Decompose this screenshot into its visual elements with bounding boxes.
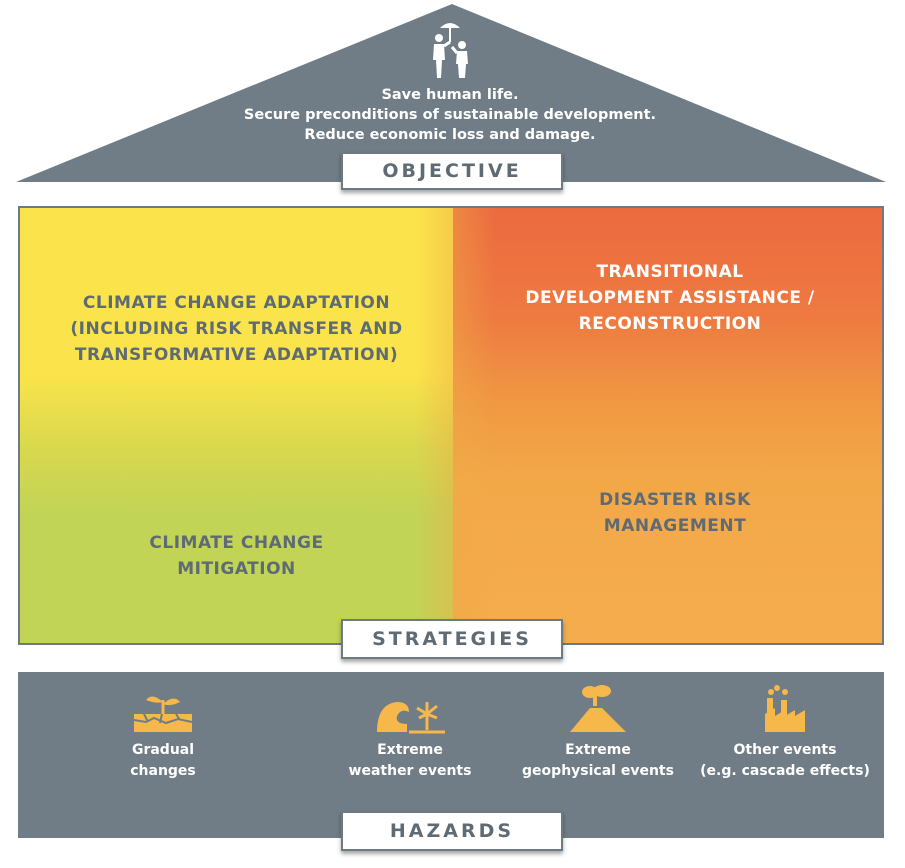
strategies-label: STRATEGIES	[341, 619, 563, 659]
mitigation-text: CLIMATE CHANGE MITIGATION	[40, 530, 433, 582]
hazards-label: HAZARDS	[341, 811, 563, 851]
objective-line-1: Save human life.	[381, 87, 519, 103]
transitional-line-1: TRANSITIONAL	[596, 262, 744, 282]
objective-line-2: Secure preconditions of sustainable deve…	[243, 107, 657, 123]
hazard-gradual-line-1: Gradual	[131, 742, 195, 758]
transitional-line-3: RECONSTRUCTION	[578, 314, 762, 334]
hazard-other-line-2: (e.g. cascade effects)	[700, 763, 870, 779]
quadrant-transitional	[453, 208, 882, 643]
volcano-icon	[570, 685, 626, 732]
adaptation-line-2: (INCLUDING RISK TRANSFER AND	[70, 319, 403, 339]
hazard-weather-line-1: Extreme	[377, 742, 443, 758]
hazard-gradual-line-2: changes	[130, 763, 196, 779]
mitigation-line-1: CLIMATE CHANGE	[149, 533, 324, 553]
wave-storm-icon	[377, 702, 445, 734]
hazard-geophysical: Extreme geophysical events	[508, 684, 688, 782]
hazard-other: Other events (e.g. cascade effects)	[690, 684, 880, 782]
objective-line-3: Reduce economic loss and damage.	[304, 127, 596, 143]
objective-label: OBJECTIVE	[341, 152, 563, 190]
hazard-geophysical-line-1: Extreme	[565, 742, 631, 758]
transitional-text: TRANSITIONAL DEVELOPMENT ASSISTANCE / RE…	[460, 259, 880, 337]
adaptation-line-1: CLIMATE CHANGE ADAPTATION	[82, 293, 391, 313]
strategies-panel: CLIMATE CHANGE ADAPTATION (INCLUDING RIS…	[18, 206, 884, 645]
drm-text: DISASTER RISK MANAGEMENT	[470, 487, 880, 539]
hazard-other-line-1: Other events	[733, 742, 837, 758]
transitional-line-2: DEVELOPMENT ASSISTANCE /	[525, 288, 815, 308]
mitigation-line-2: MITIGATION	[177, 559, 296, 579]
dry-soil-sprout-icon	[133, 696, 193, 732]
drm-line-1: DISASTER RISK	[599, 490, 751, 510]
hazard-gradual: Gradual changes	[88, 690, 238, 782]
quadrant-blend	[415, 208, 495, 643]
people-umbrella-icon	[433, 23, 468, 78]
drm-line-2: MANAGEMENT	[603, 516, 747, 536]
hazards-panel: Gradual changes Extreme weather events E…	[18, 672, 884, 838]
adaptation-text: CLIMATE CHANGE ADAPTATION (INCLUDING RIS…	[40, 290, 433, 368]
hazard-geophysical-line-2: geophysical events	[522, 763, 674, 779]
objective-roof	[16, 4, 886, 182]
quadrant-adaptation	[20, 208, 453, 643]
adaptation-line-3: TRANSFORMATIVE ADAPTATION)	[74, 345, 399, 365]
hazard-weather: Extreme weather events	[330, 690, 490, 782]
hazard-weather-line-2: weather events	[348, 763, 472, 779]
factory-icon	[765, 685, 805, 732]
